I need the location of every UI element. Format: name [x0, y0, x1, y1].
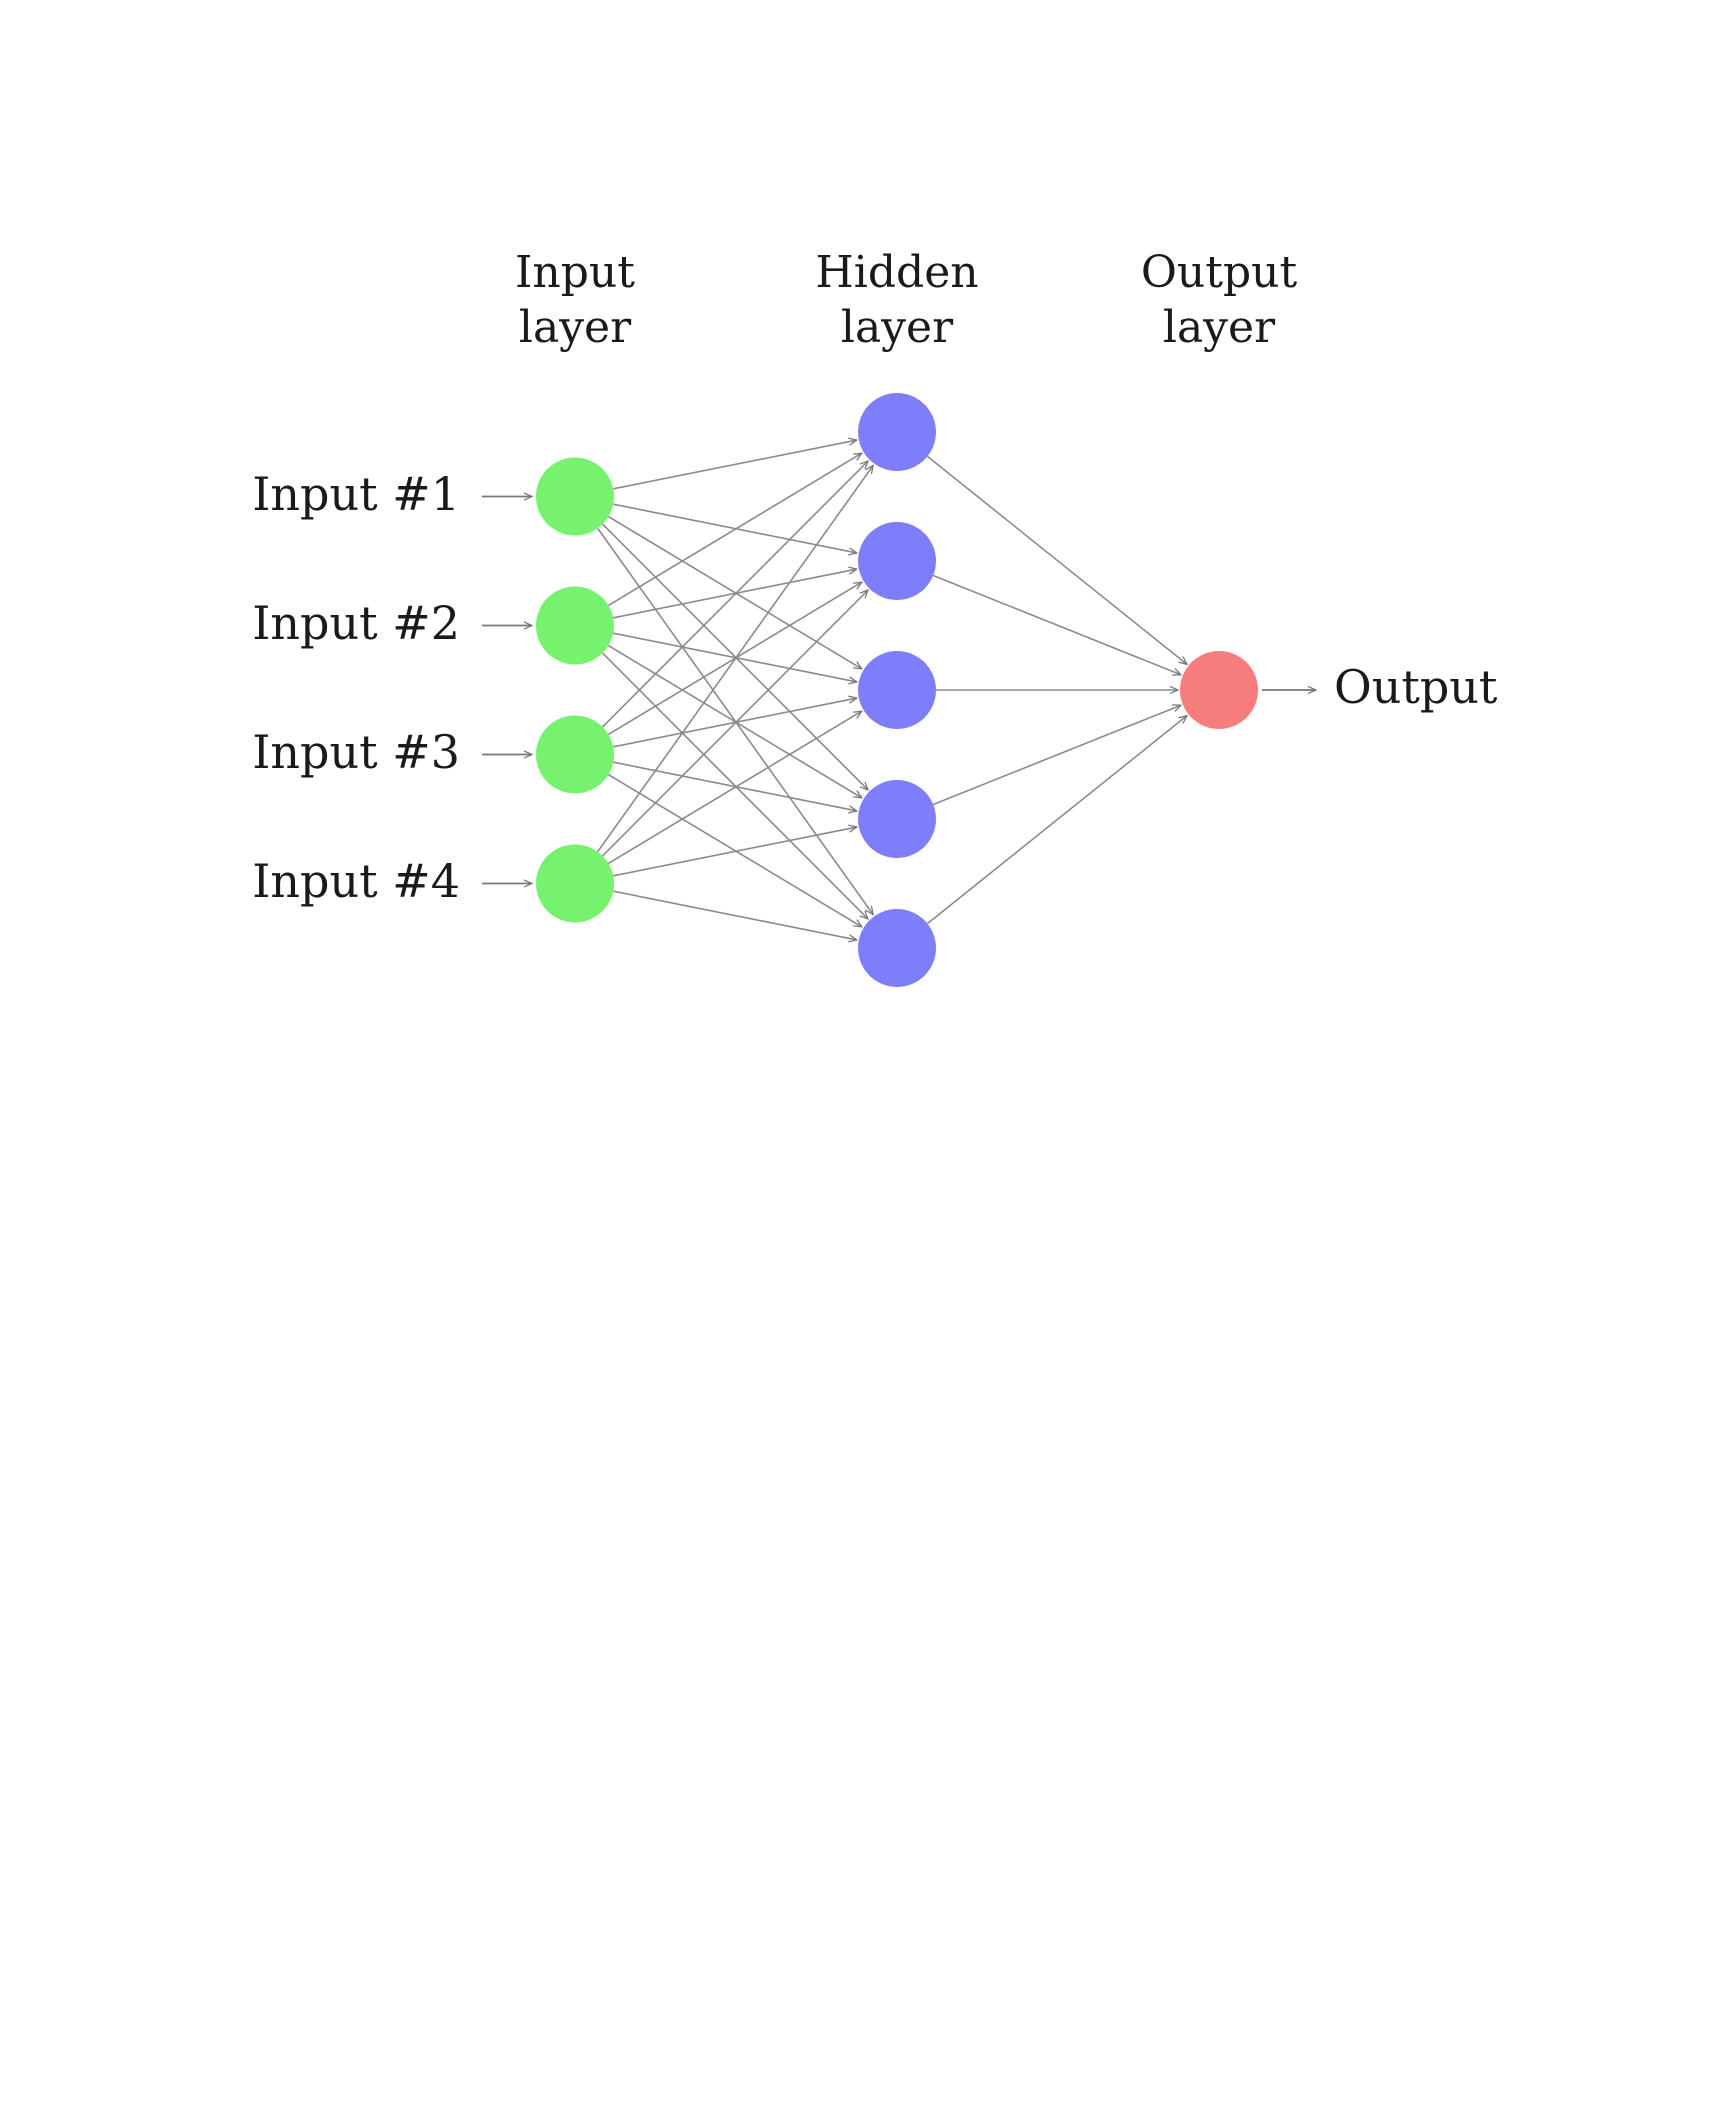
input-layer-title-line-1: Input [515, 247, 635, 298]
output-layer-title-line-1: Output [1141, 247, 1298, 298]
hidden-node-5 [858, 909, 936, 987]
edge-input-4-to-hidden-5 [613, 890, 857, 940]
output-layer-title-line-2: layer [1163, 302, 1276, 353]
hidden-node-2 [858, 522, 936, 600]
edge-input-3-to-hidden-1 [601, 461, 868, 728]
edge-hidden-1-to-output-1 [926, 455, 1187, 664]
input-label-1: Input #1 [252, 467, 460, 521]
hidden-node-3 [858, 651, 936, 729]
edge-input-4-to-hidden-3 [608, 711, 861, 865]
connections [596, 440, 1187, 940]
edge-input-1-to-hidden-1 [613, 440, 857, 490]
output-label: Output [1334, 660, 1498, 714]
edge-input-2-to-hidden-1 [608, 453, 861, 607]
nodes [536, 393, 1258, 987]
layer-titles: Input layer Hidden layer Output layer [515, 247, 1297, 353]
input-label-2: Input #2 [252, 596, 460, 650]
output-node-1 [1180, 651, 1258, 729]
edge-input-4-to-hidden-2 [601, 590, 868, 857]
input-label-3: Input #3 [252, 725, 460, 779]
input-node-3 [536, 715, 614, 794]
input-labels: Input #1 Input #2 Input #3 Input #4 [252, 467, 460, 908]
input-node-4 [536, 844, 614, 923]
input-node-2 [536, 586, 614, 665]
hidden-node-4 [858, 780, 936, 858]
hidden-layer-title-line-1: Hidden [815, 247, 978, 298]
input-node-1 [536, 457, 614, 536]
hidden-layer-title-line-2: layer [841, 302, 954, 353]
edge-hidden-5-to-output-1 [926, 716, 1187, 925]
hidden-node-1 [858, 393, 936, 471]
edge-hidden-4-to-output-1 [932, 705, 1181, 806]
io-arrows [482, 497, 1316, 884]
input-label-4: Input #4 [252, 854, 460, 908]
edge-input-4-to-hidden-1 [596, 465, 874, 853]
edge-input-4-to-hidden-4 [613, 827, 857, 877]
edge-hidden-2-to-output-1 [932, 574, 1181, 675]
input-layer-title-line-2: layer [519, 302, 632, 353]
